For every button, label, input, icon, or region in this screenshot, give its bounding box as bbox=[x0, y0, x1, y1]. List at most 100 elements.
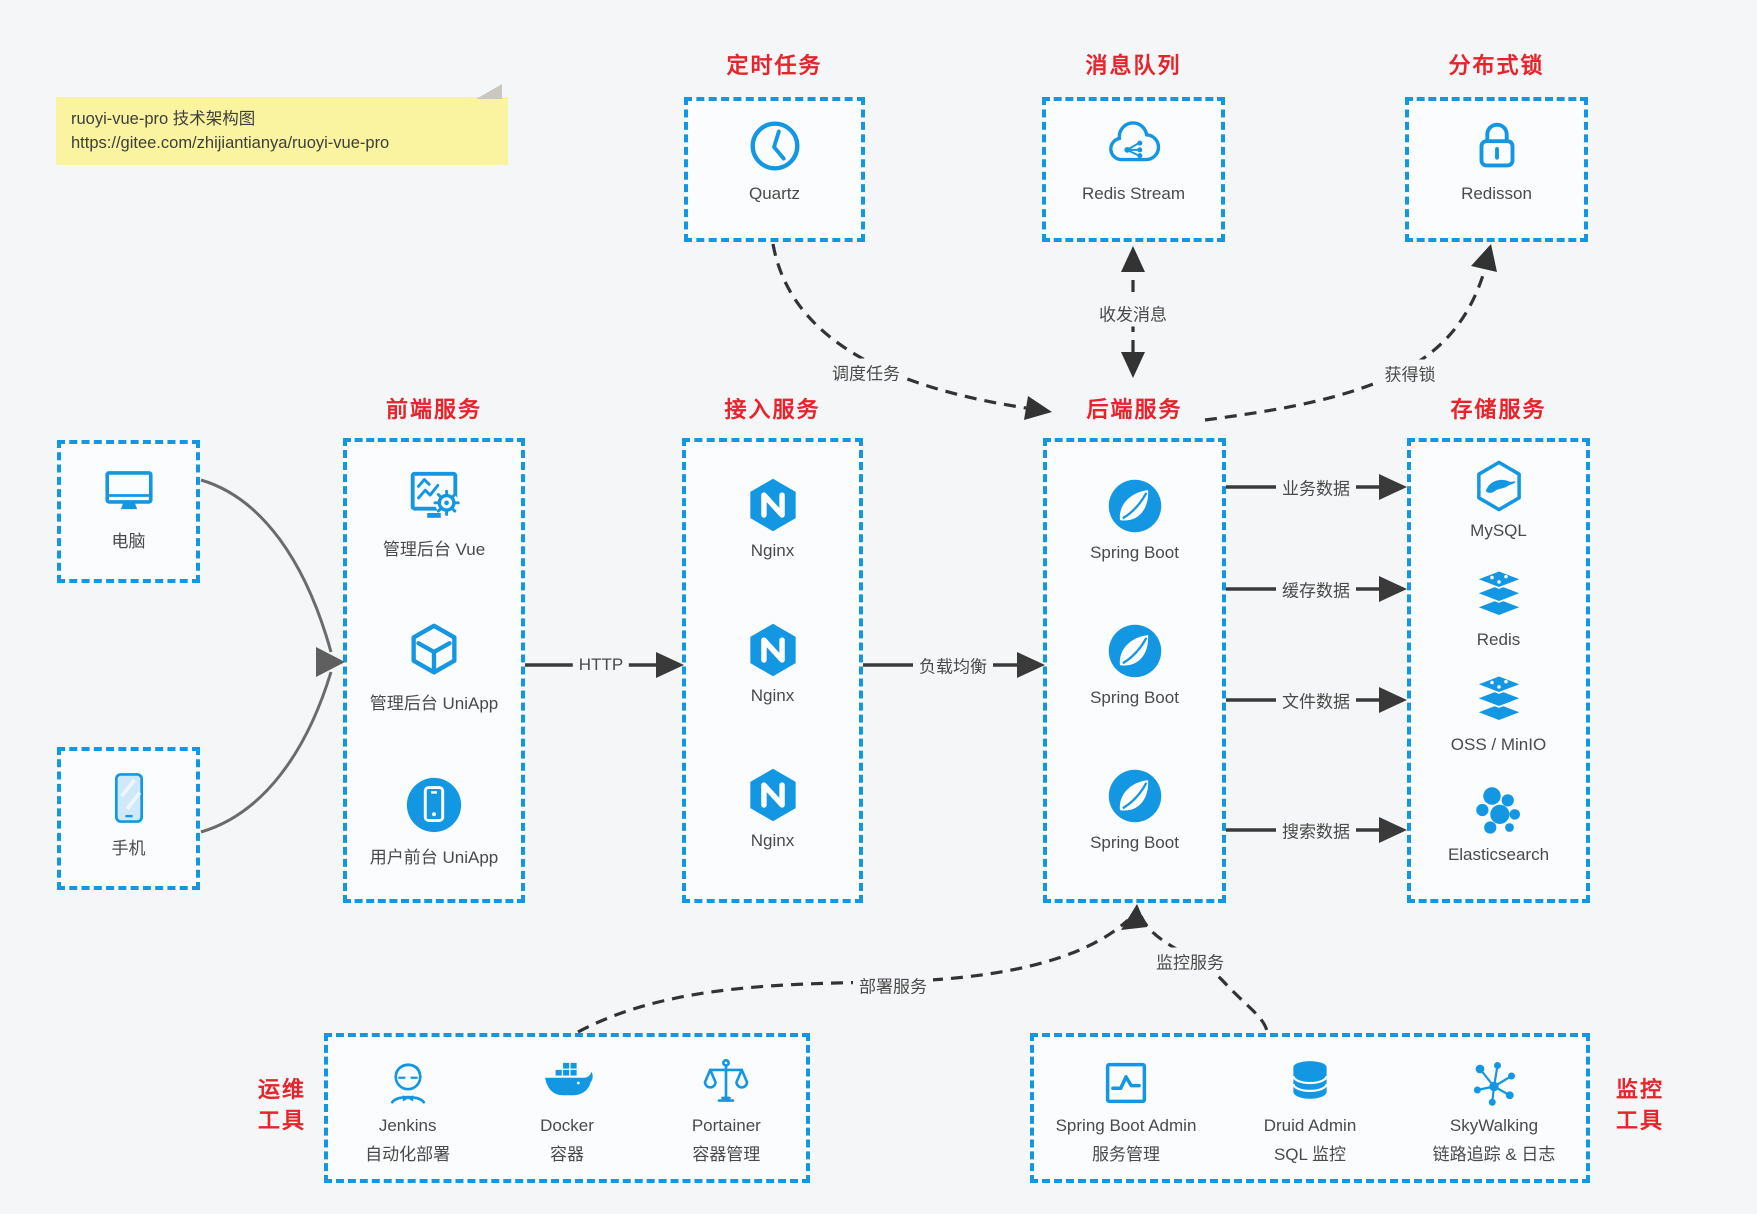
clients-arrowhead bbox=[316, 647, 345, 677]
acquire-lock-label: 获得锁 bbox=[1378, 359, 1442, 387]
springboot-item-3: Spring Boot bbox=[1047, 766, 1222, 853]
druid-item: Druid Admin SQL 监控 bbox=[1218, 1037, 1402, 1179]
desktop-icon bbox=[104, 471, 153, 510]
nginx-label-1: Nginx bbox=[750, 541, 795, 560]
monitor-label: 监控服务 bbox=[1150, 947, 1230, 975]
pc-box: 电脑 bbox=[57, 440, 200, 583]
database-icon bbox=[1292, 1061, 1328, 1099]
jenkins-sublabel: 自动化部署 bbox=[365, 1145, 451, 1164]
spring-icon bbox=[1108, 479, 1161, 533]
note-title: ruoyi-vue-pro 技术架构图 bbox=[71, 110, 256, 128]
jenkins-item: Jenkins 自动化部署 bbox=[328, 1037, 487, 1179]
nginx-label-3: Nginx bbox=[750, 831, 795, 850]
spring-icon bbox=[1108, 624, 1161, 678]
redis-item: Redis bbox=[1411, 567, 1586, 650]
scales-icon bbox=[704, 1058, 749, 1102]
mysql-label: MySQL bbox=[1470, 521, 1527, 540]
scheduled-title: 定时任务 bbox=[726, 53, 823, 78]
pc-to-frontend-arrow bbox=[200, 478, 333, 653]
cache-data-label: 缓存数据 bbox=[1276, 575, 1356, 603]
nginx-item-2: Nginx bbox=[686, 621, 859, 706]
oss-minio-label: OSS / MinIO bbox=[1450, 735, 1547, 754]
storage-box: MySQL Redis OSS / Mi bbox=[1407, 438, 1590, 903]
redis-stream-item: Redis Stream bbox=[1046, 115, 1221, 204]
mobile-to-frontend-arrow bbox=[200, 671, 333, 834]
backend-box: Spring Boot Spring Boot Spring Boot bbox=[1043, 438, 1226, 903]
http-label: HTTP bbox=[572, 654, 630, 676]
deploy-label: 部署服务 bbox=[853, 971, 933, 999]
druid-label: Druid Admin bbox=[1263, 1116, 1357, 1135]
mobile-box: 手机 bbox=[57, 747, 200, 890]
elasticsearch-icon bbox=[1475, 787, 1520, 834]
springboot-label-1: Spring Boot bbox=[1090, 543, 1179, 562]
note-url: https://gitee.com/zhijiantianya/ruoyi-vu… bbox=[71, 134, 390, 152]
pc-label: 电脑 bbox=[111, 532, 146, 551]
network-nodes-icon bbox=[1473, 1062, 1515, 1106]
client-curves bbox=[200, 478, 333, 834]
druid-sublabel: SQL 监控 bbox=[1273, 1145, 1347, 1164]
springboot-item-1: Spring Boot bbox=[1047, 476, 1222, 563]
monitoring-box: Spring Boot Admin 服务管理 Druid Admin SQL 监… bbox=[1030, 1033, 1590, 1183]
nginx-label-2: Nginx bbox=[750, 686, 795, 705]
schedule-task-label: 调度任务 bbox=[826, 358, 906, 386]
docker-item: Docker 容器 bbox=[487, 1037, 646, 1179]
skywalking-item: SkyWalking 链路追踪 & 日志 bbox=[1402, 1037, 1586, 1179]
admin-uniapp-label: 管理后台 UniApp bbox=[369, 694, 499, 713]
devops-box: Jenkins 自动化部署 Docker 容器 bbox=[324, 1033, 810, 1183]
nginx-icon bbox=[749, 768, 796, 822]
sba-sublabel: 服务管理 bbox=[1092, 1145, 1160, 1164]
redis-label: Redis bbox=[1476, 630, 1521, 649]
portainer-label: Portainer bbox=[691, 1116, 761, 1135]
gateway-box: Nginx Nginx Nginx bbox=[682, 438, 863, 903]
user-uniapp-label: 用户前台 UniApp bbox=[369, 848, 499, 867]
monitoring-title: 监控 工具 bbox=[1615, 1077, 1664, 1133]
nginx-item-3: Nginx bbox=[686, 766, 859, 851]
quartz-item: Quartz bbox=[688, 115, 861, 204]
oss-item: OSS / MinIO bbox=[1411, 672, 1586, 755]
mq-title: 消息队列 bbox=[1085, 53, 1182, 78]
redis-stream-label: Redis Stream bbox=[1082, 184, 1185, 203]
skywalking-label: SkyWalking bbox=[1449, 1116, 1539, 1135]
nginx-item-1: Nginx bbox=[686, 476, 859, 561]
sba-label: Spring Boot Admin bbox=[1055, 1116, 1197, 1135]
mobile-label: 手机 bbox=[111, 839, 146, 858]
mysql-item: MySQL bbox=[1411, 458, 1586, 541]
jenkins-icon bbox=[390, 1063, 425, 1104]
monitor-pulse-icon bbox=[1105, 1062, 1147, 1104]
monitoring-items: Spring Boot Admin 服务管理 Druid Admin SQL 监… bbox=[1034, 1037, 1586, 1179]
backend-title: 后端服务 bbox=[1086, 397, 1183, 422]
devops-title: 运维 工具 bbox=[257, 1077, 306, 1133]
jenkins-label: Jenkins bbox=[378, 1116, 437, 1135]
quartz-label: Quartz bbox=[748, 184, 801, 203]
springboot-label-3: Spring Boot bbox=[1090, 833, 1179, 852]
sticky-note: ruoyi-vue-pro 技术架构图 https://gitee.com/zh… bbox=[56, 84, 508, 165]
user-uniapp-item: 用户前台 UniApp bbox=[347, 774, 521, 868]
phone-circle-icon bbox=[406, 777, 462, 833]
portainer-item: Portainer 容器管理 bbox=[647, 1037, 806, 1179]
smartphone-icon bbox=[114, 773, 143, 823]
cloud-share-icon bbox=[1108, 121, 1160, 162]
pc-item: 电脑 bbox=[61, 462, 196, 552]
frontend-title: 前端服务 bbox=[385, 397, 482, 422]
redisson-item: Redisson bbox=[1409, 115, 1584, 204]
spring-icon bbox=[1108, 769, 1161, 823]
nginx-icon bbox=[749, 623, 796, 677]
frontend-box: 管理后台 Vue 管理后台 UniApp 用户前台 UniApp bbox=[343, 438, 525, 903]
lock-title: 分布式锁 bbox=[1448, 53, 1545, 78]
storage-title: 存储服务 bbox=[1450, 397, 1547, 422]
docker-icon bbox=[545, 1062, 593, 1096]
docker-sublabel: 容器 bbox=[549, 1145, 584, 1164]
cube-icon bbox=[411, 623, 457, 675]
portainer-sublabel: 容器管理 bbox=[692, 1145, 761, 1164]
search-data-label: 搜索数据 bbox=[1276, 816, 1356, 844]
sba-item: Spring Boot Admin 服务管理 bbox=[1034, 1037, 1218, 1179]
redisson-label: Redisson bbox=[1461, 184, 1532, 203]
admin-vue-label: 管理后台 Vue bbox=[382, 540, 486, 559]
business-data-label: 业务数据 bbox=[1276, 473, 1356, 501]
lock-box: Redisson bbox=[1405, 97, 1588, 242]
messages-label: 收发消息 bbox=[1093, 299, 1173, 327]
admin-screen-gear-icon bbox=[410, 471, 460, 518]
gateway-title: 接入服务 bbox=[724, 397, 821, 422]
nginx-icon bbox=[749, 478, 796, 532]
elasticsearch-label: Elasticsearch bbox=[1447, 845, 1550, 864]
